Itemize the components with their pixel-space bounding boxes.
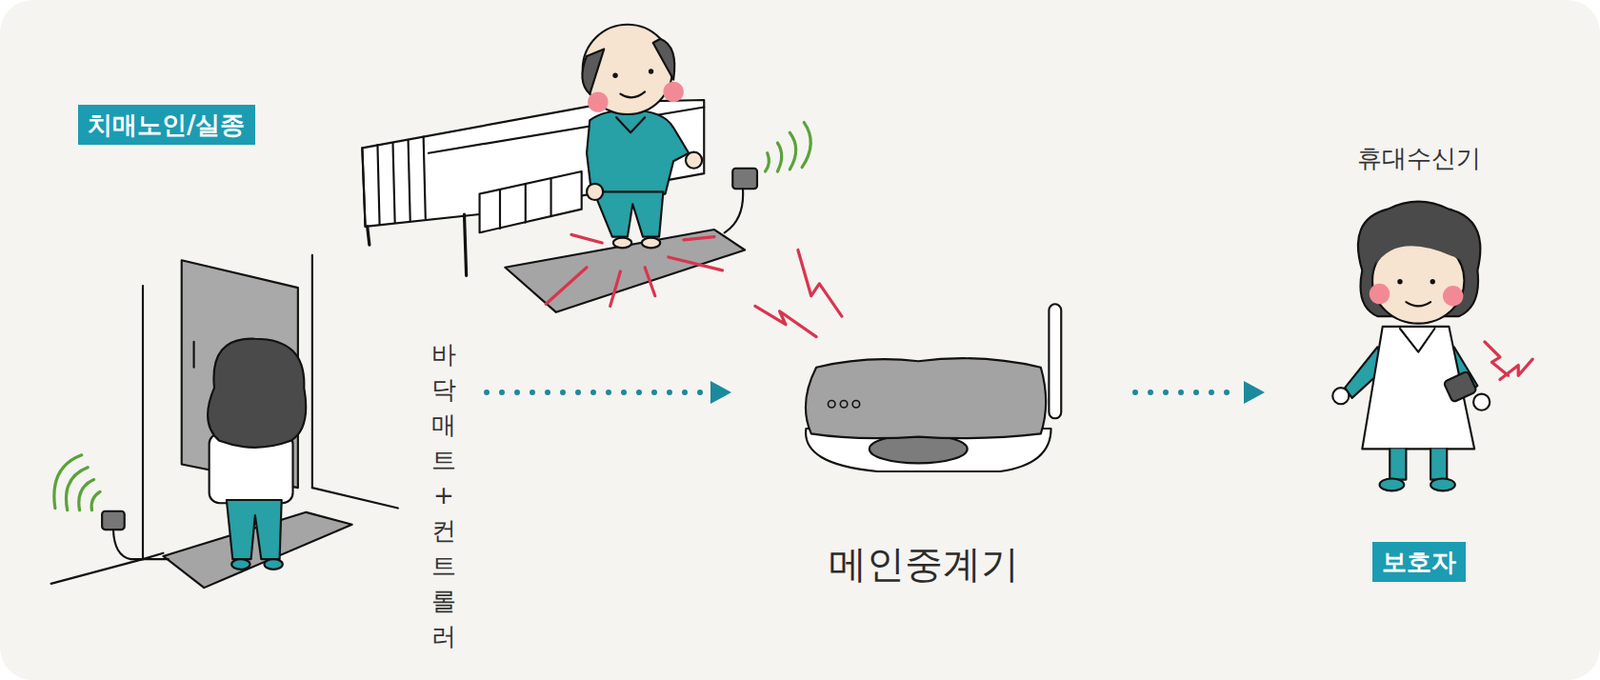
bed-scene: [361, 24, 811, 313]
dotted-arrow: [486, 380, 732, 404]
dotted-arrow: [1135, 380, 1265, 404]
signal-zigzag: [755, 249, 842, 337]
relay-node: 메인중계기: [742, 285, 1105, 591]
arrow-head: [710, 380, 732, 404]
node-text: 휴대수신기: [1357, 140, 1481, 177]
arrow-head: [1243, 380, 1265, 404]
dotted-line: [1135, 389, 1237, 396]
node-subtext: 보호자: [1372, 541, 1466, 582]
door-scene: [51, 255, 399, 588]
dotted-line: [486, 389, 703, 396]
label-badge: 치매노인/실종: [78, 104, 256, 145]
relay-device: [805, 303, 1061, 472]
node-text: 치매노인/실종: [78, 104, 256, 145]
guardian-node: 휴대수신기보호자: [1276, 133, 1562, 591]
guardian-figure: [1332, 201, 1533, 492]
node-text: 바닥매트 + 컨트롤러: [431, 337, 457, 655]
node-text: 메인중계기: [828, 540, 1020, 587]
device-label: 바닥매트 + 컨트롤러: [431, 337, 457, 655]
